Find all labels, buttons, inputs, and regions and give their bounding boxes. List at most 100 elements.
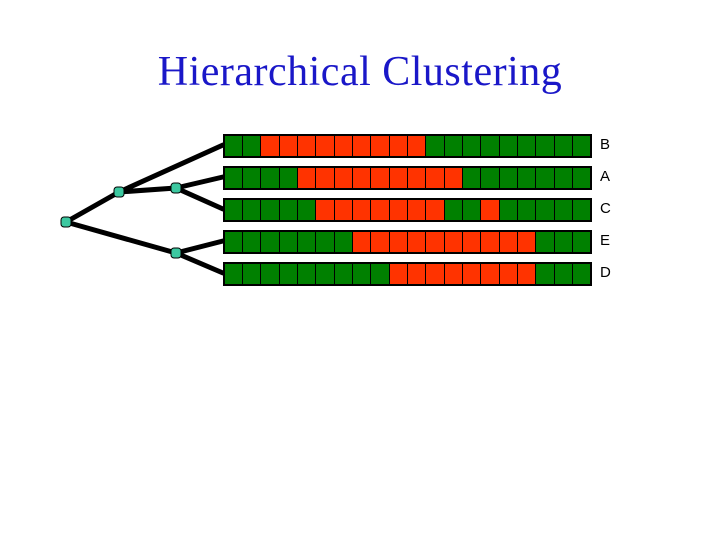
heatmap-row-label-d: D (600, 264, 611, 281)
heatmap-cell (352, 136, 371, 156)
heatmap-cell (518, 232, 536, 252)
heatmap-cell (481, 232, 499, 252)
heatmap-cell (297, 136, 316, 156)
heatmap-cell (297, 200, 316, 220)
heatmap-cell (334, 232, 352, 252)
heatmap-cell (352, 200, 371, 220)
branch-n2-to-leaf-c (173, 185, 226, 212)
branch-n1-to-n2 (116, 185, 179, 195)
heatmap-cell (242, 200, 261, 220)
heatmap-cell (499, 264, 517, 284)
heatmap-cell (554, 264, 573, 284)
heatmap-cell (389, 264, 407, 284)
branch-n1-to-leaf-b (116, 142, 226, 195)
heatmap-cell (334, 136, 352, 156)
heatmap-row-label-b: B (600, 136, 611, 153)
heatmap-cell (242, 136, 261, 156)
heatmap-row-label-c: C (600, 200, 611, 217)
heatmap-cell (554, 232, 573, 252)
heatmap-cell (316, 136, 334, 156)
heatmap-cell (352, 168, 371, 188)
heatmap-cell (407, 200, 426, 220)
heatmap-cell (316, 200, 334, 220)
heatmap-cell (426, 264, 444, 284)
heatmap-cell (261, 264, 279, 284)
heatmap-cell (261, 136, 279, 156)
dendrogram-node-n2[interactable] (170, 182, 182, 194)
heatmap-cell (224, 136, 242, 156)
heatmap-cell (554, 200, 573, 220)
heatmap-cell (462, 200, 481, 220)
dendrogram-node-n3[interactable] (170, 247, 182, 259)
heatmap-cell (426, 168, 444, 188)
heatmap-cell (316, 168, 334, 188)
heatmap-cell (518, 136, 536, 156)
heatmap-row-label-e: E (600, 232, 611, 249)
heatmap-cell (297, 264, 316, 284)
branch-n3-to-leaf-e (173, 238, 226, 256)
heatmap-cell (536, 136, 554, 156)
heatmap-cell (573, 200, 591, 220)
heatmap-cell (499, 168, 517, 188)
heatmap-cell (444, 200, 462, 220)
heatmap-cell (444, 168, 462, 188)
heatmap-cell (279, 200, 297, 220)
heatmap-cell (462, 232, 481, 252)
heatmap-cell (554, 136, 573, 156)
heatmap-cell (279, 136, 297, 156)
heatmap-cell (389, 200, 407, 220)
heatmap-row (223, 230, 592, 254)
heatmap-row (223, 262, 592, 286)
heatmap-cell (297, 168, 316, 188)
heatmap-row (223, 198, 592, 222)
heatmap-cell (573, 136, 591, 156)
heatmap-row-label-a: A (600, 168, 611, 185)
heatmap-cell (371, 264, 389, 284)
heatmap-cell (426, 232, 444, 252)
heatmap-cell (481, 168, 499, 188)
heatmap-cell (371, 200, 389, 220)
heatmap-cell (444, 232, 462, 252)
heatmap-cell (462, 136, 481, 156)
dendrogram-branches (63, 142, 226, 276)
heatmap-cell (499, 136, 517, 156)
heatmap-cell (242, 232, 261, 252)
heatmap-cell (371, 168, 389, 188)
heatmap-cell (407, 136, 426, 156)
branch-root-upper (63, 189, 122, 225)
dendrogram-node-root[interactable] (60, 216, 72, 228)
heatmap-cell (224, 200, 242, 220)
heatmap-cell (499, 200, 517, 220)
dendrogram-node-n1[interactable] (113, 186, 125, 198)
heatmap-cell (279, 264, 297, 284)
heatmap-cell (536, 232, 554, 252)
heatmap-cell (279, 232, 297, 252)
heatmap-cell (407, 232, 426, 252)
heatmap-cell (316, 264, 334, 284)
heatmap-cell (499, 232, 517, 252)
heatmap-cell (261, 232, 279, 252)
heatmap-cell (224, 168, 242, 188)
heatmap-cell (334, 200, 352, 220)
heatmap-cell (389, 232, 407, 252)
heatmap-cell (352, 264, 371, 284)
heatmap-cell (554, 168, 573, 188)
heatmap-cell (334, 168, 352, 188)
heatmap-cell (242, 264, 261, 284)
heatmap-cell (371, 232, 389, 252)
page-title: Hierarchical Clustering (157, 49, 563, 95)
heatmap-cell (426, 200, 444, 220)
dendrogram-nodes (60, 182, 182, 259)
heatmap-cell (518, 264, 536, 284)
heatmap-cell (316, 232, 334, 252)
heatmap-cell (444, 136, 462, 156)
heatmap-cell (352, 232, 371, 252)
heatmap-cell (518, 200, 536, 220)
heatmap-cell (573, 232, 591, 252)
heatmap-cell (536, 264, 554, 284)
heatmap-row (223, 134, 592, 158)
heatmap-cell (481, 136, 499, 156)
